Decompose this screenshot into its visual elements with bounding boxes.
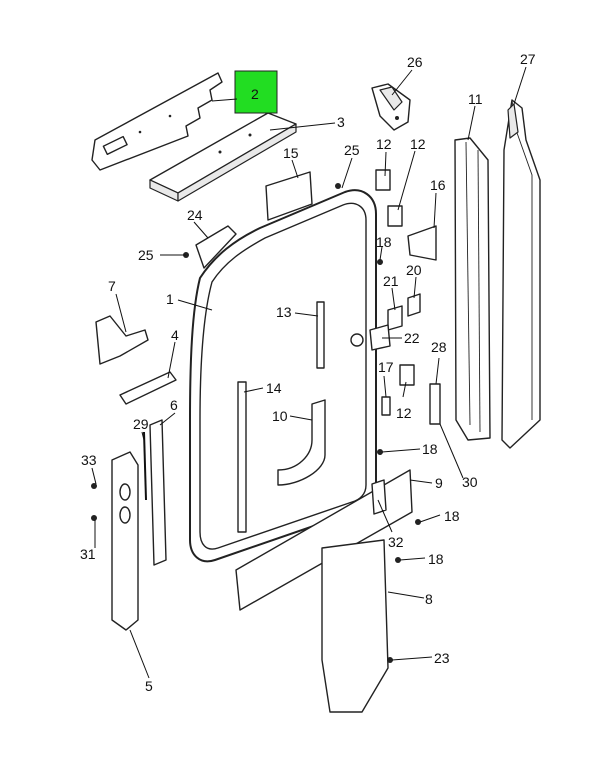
callout-14: 14 <box>266 380 282 396</box>
part-7-bracket <box>95 315 149 365</box>
part-12-bracket-a <box>375 169 391 191</box>
fasteners <box>91 183 421 663</box>
callout-21: 21 <box>383 273 399 289</box>
leader-lines <box>91 66 527 679</box>
part-3-header-channel <box>149 112 297 202</box>
callout-5: 5 <box>145 678 153 694</box>
part-14-strip <box>237 381 247 533</box>
callout-18-a: 18 <box>376 234 392 250</box>
callout-32: 32 <box>388 534 404 550</box>
callout-28: 28 <box>431 339 447 355</box>
callout-4: 4 <box>171 327 179 343</box>
callout-18-b: 18 <box>422 441 438 457</box>
callout-12-b: 12 <box>410 136 426 152</box>
part-4-bracket <box>119 371 177 405</box>
part-30-strip <box>429 383 441 425</box>
callout-27: 27 <box>520 51 536 67</box>
callout-33: 33 <box>81 452 97 468</box>
part-20-bracket <box>407 293 421 317</box>
part-16-bracket <box>407 225 437 261</box>
part-9-lower-trim <box>235 469 413 611</box>
part-11-vertical-post <box>454 137 491 441</box>
callout-25-b: 25 <box>138 247 154 263</box>
part-12-bracket-c <box>399 364 415 386</box>
callout-9: 9 <box>435 475 443 491</box>
callout-2: 2 <box>251 86 259 102</box>
callout-18-d: 18 <box>428 551 444 567</box>
part-32-bracket <box>371 479 387 515</box>
part-27-outer-post <box>501 99 541 449</box>
part-12-bracket-b <box>387 205 403 227</box>
callout-7: 7 <box>108 278 116 294</box>
callout-23: 23 <box>434 650 450 666</box>
part-2-upper-panel <box>91 72 223 171</box>
callout-22: 22 <box>404 330 420 346</box>
callout-30: 30 <box>462 474 478 490</box>
callout-18-c: 18 <box>444 508 460 524</box>
callout-labels: 2 3 26 27 11 12 12 16 25 15 24 25 18 20 … <box>80 51 536 694</box>
part-26-bracket <box>371 83 411 131</box>
callout-6: 6 <box>170 397 178 413</box>
callout-26: 26 <box>407 54 423 70</box>
callout-12-c: 12 <box>396 405 412 421</box>
callout-25-a: 25 <box>344 142 360 158</box>
callout-1: 1 <box>166 291 174 307</box>
callout-15: 15 <box>283 145 299 161</box>
part-8-lower-panel <box>321 539 389 713</box>
callout-20: 20 <box>406 262 422 278</box>
callout-8: 8 <box>425 591 433 607</box>
part-5-left-post <box>111 451 139 631</box>
callout-24: 24 <box>187 207 203 223</box>
part-13-strip <box>316 301 325 369</box>
callout-17: 17 <box>378 359 394 375</box>
callout-29: 29 <box>133 416 149 432</box>
part-24-bracket <box>195 225 237 269</box>
callout-12-a: 12 <box>376 136 392 152</box>
callout-10: 10 <box>272 408 288 424</box>
part-6-strip <box>149 419 167 566</box>
callout-3: 3 <box>337 114 345 130</box>
callout-31: 31 <box>80 546 96 562</box>
part-22-bracket <box>369 324 391 351</box>
part-10-curved-panel <box>277 399 326 486</box>
callout-11: 11 <box>468 91 483 107</box>
callout-13: 13 <box>276 304 292 320</box>
part-17-clip <box>381 396 391 416</box>
part-15-panel <box>265 171 313 221</box>
part-21-bracket <box>387 305 403 331</box>
callout-16: 16 <box>430 177 446 193</box>
highlight-box-2 <box>234 70 278 114</box>
